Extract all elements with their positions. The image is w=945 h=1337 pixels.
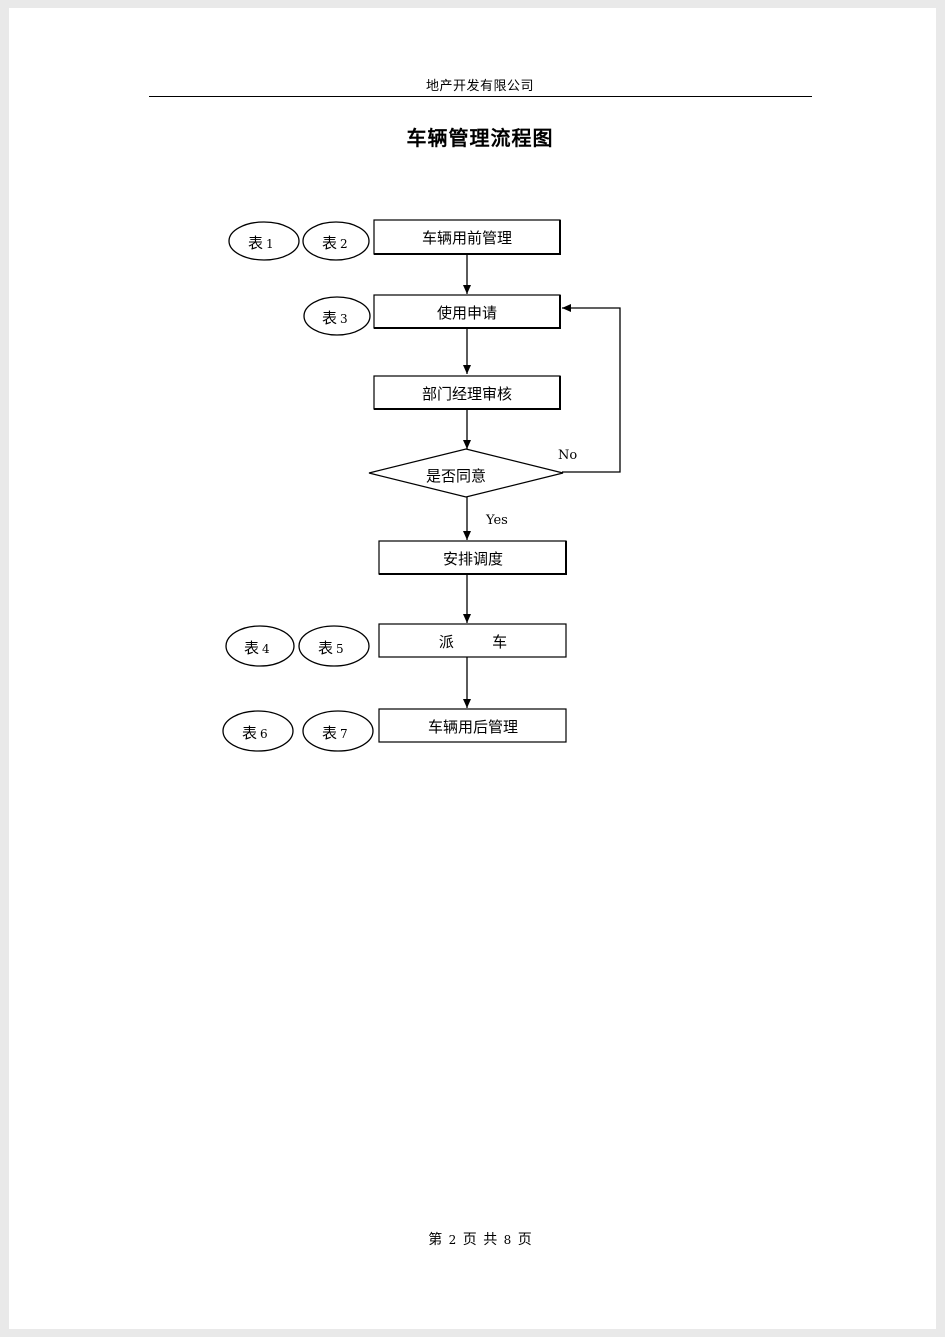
header-company: 地产开发有限公司	[425, 79, 534, 94]
form-oval-3	[303, 296, 371, 336]
label-dispatch: 派 车	[439, 633, 507, 651]
footer-current-page: 2	[448, 1233, 457, 1247]
box-dispatch	[378, 623, 567, 658]
label-apply: 使用申请	[437, 304, 497, 322]
document-title: 车辆管理流程图	[406, 126, 554, 150]
label-pre-use: 车辆用前管理	[422, 229, 512, 247]
branch-no-label: No	[558, 448, 577, 463]
label-schedule: 安排调度	[443, 550, 503, 568]
label-post-use: 车辆用后管理	[428, 718, 518, 736]
page-footer: 第 2 页 共 8 页	[0, 1229, 945, 1249]
header-divider	[149, 96, 812, 97]
label-review: 部门经理审核	[422, 385, 512, 403]
box-post-use	[378, 708, 567, 743]
label-decision: 是否同意	[426, 467, 486, 485]
form-oval-7	[302, 710, 374, 752]
footer-mid: 页 共	[462, 1232, 498, 1248]
form-oval-4	[225, 625, 295, 667]
form-oval-1	[228, 221, 300, 261]
form-oval-6	[222, 710, 294, 752]
footer-prefix: 第	[428, 1232, 443, 1248]
box-review	[373, 375, 561, 410]
box-pre-use	[373, 219, 561, 255]
footer-total-pages: 8	[503, 1233, 512, 1247]
form-oval-5	[298, 625, 370, 667]
arrow-no-loop	[562, 304, 621, 473]
decision-diamond	[368, 448, 564, 498]
footer-suffix: 页	[517, 1232, 532, 1248]
box-schedule	[378, 540, 567, 575]
form-oval-2	[302, 221, 370, 261]
branch-yes-label: Yes	[485, 513, 508, 528]
